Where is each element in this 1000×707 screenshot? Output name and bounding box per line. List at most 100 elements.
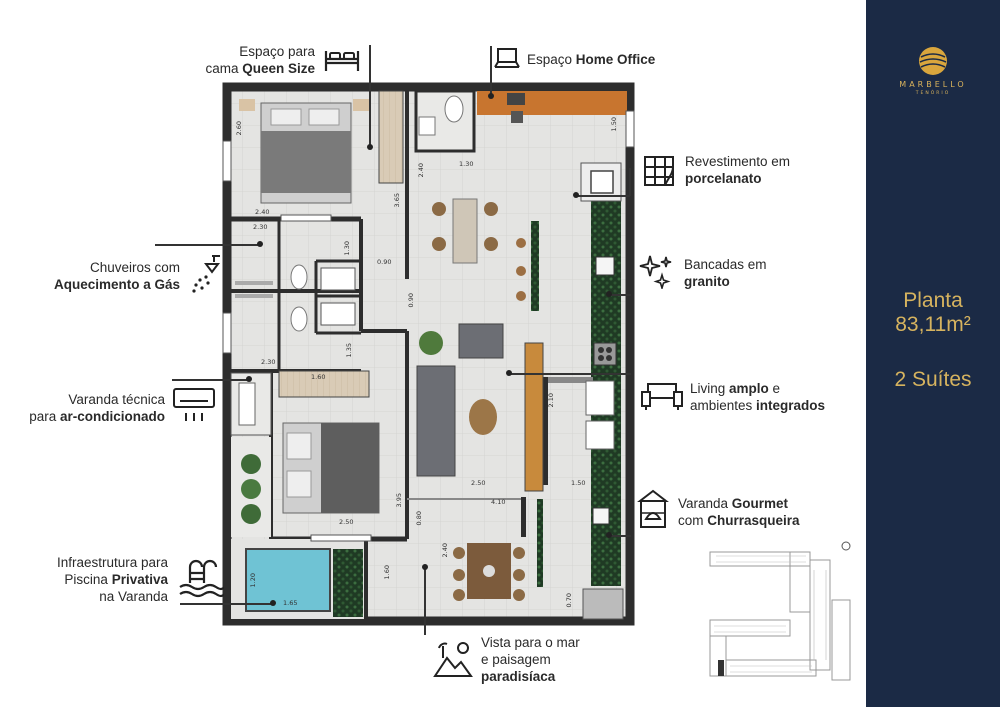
living-pointer-dot: [506, 370, 512, 376]
dimension-label: 1.30: [459, 160, 474, 168]
floor-plan: 2.60 2.40 1.30 2.40 3.65 1.50 2.30 1.30 …: [221, 81, 636, 627]
dimension-label: 1.65: [283, 599, 298, 607]
tiles-icon: [644, 156, 674, 186]
brand-panel: MARBELLO TENÓRIO Planta 83,11m² 2 Suítes: [866, 0, 1000, 707]
dimension-label: 2.40: [417, 163, 425, 178]
ac-pointer-line: [172, 379, 250, 381]
shower-pointer-line: [155, 244, 261, 246]
dimension-label: 2.30: [253, 223, 268, 231]
view-label: Vista para o mar e paisagem paradisíaca: [481, 634, 580, 685]
granite-pointer-line: [611, 294, 631, 296]
view-line1: Vista para o mar: [481, 635, 580, 650]
dimension-label: 2.30: [261, 358, 276, 366]
dimension-label: 3.65: [393, 193, 401, 208]
gourmet-with-text: com: [678, 513, 708, 528]
porcelain-bold: porcelanato: [685, 171, 762, 186]
home-office-pointer-dot: [488, 93, 494, 99]
view-line2: e paisagem: [481, 652, 551, 667]
view-pointer-line: [424, 567, 426, 635]
granite-label: Bancadas em granito: [684, 256, 767, 290]
shower-pointer-dot: [257, 241, 263, 247]
shower-bold: Aquecimento a Gás: [53, 277, 180, 292]
dimension-label: 2.50: [339, 518, 354, 526]
living-text: Living: [690, 381, 730, 396]
gourmet-pointer-dot: [606, 532, 612, 538]
gourmet-pointer-line: [611, 535, 631, 537]
pool-bold: Privativa: [111, 572, 168, 587]
shower-line1: Chuveiros com: [89, 260, 180, 275]
sparkle-icon: [639, 255, 672, 289]
dimension-label: 1.50: [571, 479, 586, 487]
living-ambient-text: ambientes: [690, 398, 757, 413]
plan-title: Planta: [903, 289, 963, 312]
gourmet-text: Varanda: [678, 496, 732, 511]
view-bold: paradisíaca: [481, 669, 556, 684]
granite-bold: granito: [684, 274, 730, 289]
brand-subtitle: TENÓRIO: [915, 91, 951, 96]
home-office-text: Espaço: [527, 52, 576, 67]
queen-size-line1: Espaço para: [239, 44, 315, 59]
gourmet-bold: Gourmet: [731, 496, 789, 511]
queen-size-text: cama: [205, 61, 243, 76]
home-office-label: Espaço Home Office: [527, 51, 655, 68]
granite-line1: Bancadas em: [684, 257, 767, 272]
porcelain-pointer-line: [578, 195, 630, 197]
dimension-label: 2.40: [255, 208, 270, 216]
porcelain-label: Revestimento em porcelanato: [685, 153, 790, 187]
dimension-label: 2.60: [235, 121, 243, 136]
dimension-label: 0.90: [407, 293, 415, 308]
queen-size-label: Espaço para cama Queen Size: [180, 43, 315, 77]
dimension-label: 3.95: [395, 493, 403, 508]
dimension-label: 1.60: [311, 373, 326, 381]
living-and: e: [768, 381, 781, 396]
dimension-label: 0.70: [565, 593, 573, 608]
pool-pointer-line: [180, 603, 274, 605]
bed-icon: [324, 51, 360, 71]
laptop-icon: [494, 48, 520, 68]
living-label: Living amplo e ambientes integrados: [690, 380, 825, 414]
dimension-label: 2.10: [547, 393, 555, 408]
air-conditioner-icon: [173, 388, 215, 421]
granite-pointer-dot: [606, 291, 612, 297]
brand-logo-icon: [919, 47, 947, 75]
ac-bold: ar-condicionado: [59, 409, 165, 424]
dimension-label: 1.30: [343, 241, 351, 256]
home-office-pointer-line: [490, 46, 492, 96]
home-office-bold: Home Office: [575, 52, 656, 67]
shower-label: Chuveiros com Aquecimento a Gás: [30, 259, 180, 293]
ac-text: para: [29, 409, 60, 424]
gourmet-grill-bold: Churrasqueira: [707, 513, 800, 528]
pool-line1: Infraestrutura para: [56, 555, 168, 570]
living-integrated-bold: integrados: [756, 398, 826, 413]
queen-size-pointer-dot: [367, 144, 373, 150]
living-bold: amplo: [729, 381, 769, 396]
queen-size-line2: cama Queen Size: [180, 60, 315, 77]
dimension-label: 4.10: [491, 498, 506, 506]
grill-icon: [637, 489, 669, 528]
queen-size-pointer-line: [369, 45, 371, 147]
shower-icon: [192, 255, 220, 293]
landscape-icon: [433, 642, 473, 677]
brand-name: MARBELLO: [899, 80, 967, 89]
plan-suites: 2 Suítes: [894, 368, 972, 391]
pool-text: Piscina: [64, 572, 112, 587]
porcelain-pointer-dot: [573, 192, 579, 198]
gourmet-label: Varanda Gourmet com Churrasqueira: [678, 495, 800, 529]
view-pointer-dot: [422, 564, 428, 570]
pool-line3: na Varanda: [99, 589, 168, 604]
dimension-label: 0.80: [415, 511, 423, 526]
pool-label: Infraestrutura para Piscina Privativa na…: [10, 554, 168, 605]
living-pointer-line: [511, 373, 631, 375]
dimension-label: 1.50: [610, 117, 618, 132]
pool-pointer-dot: [270, 600, 276, 606]
dimension-label: 1.35: [345, 343, 353, 358]
dimension-label: 0.90: [377, 258, 392, 266]
pool-icon: [179, 559, 224, 598]
queen-size-bold: Queen Size: [242, 61, 315, 76]
plan-area: 83,11m²: [895, 313, 971, 336]
dimension-label: 2.50: [471, 479, 486, 487]
porcelain-line1: Revestimento em: [685, 154, 791, 169]
ac-pointer-dot: [246, 376, 252, 382]
dimension-label: 1.60: [383, 565, 391, 580]
sofa-icon: [641, 383, 683, 410]
